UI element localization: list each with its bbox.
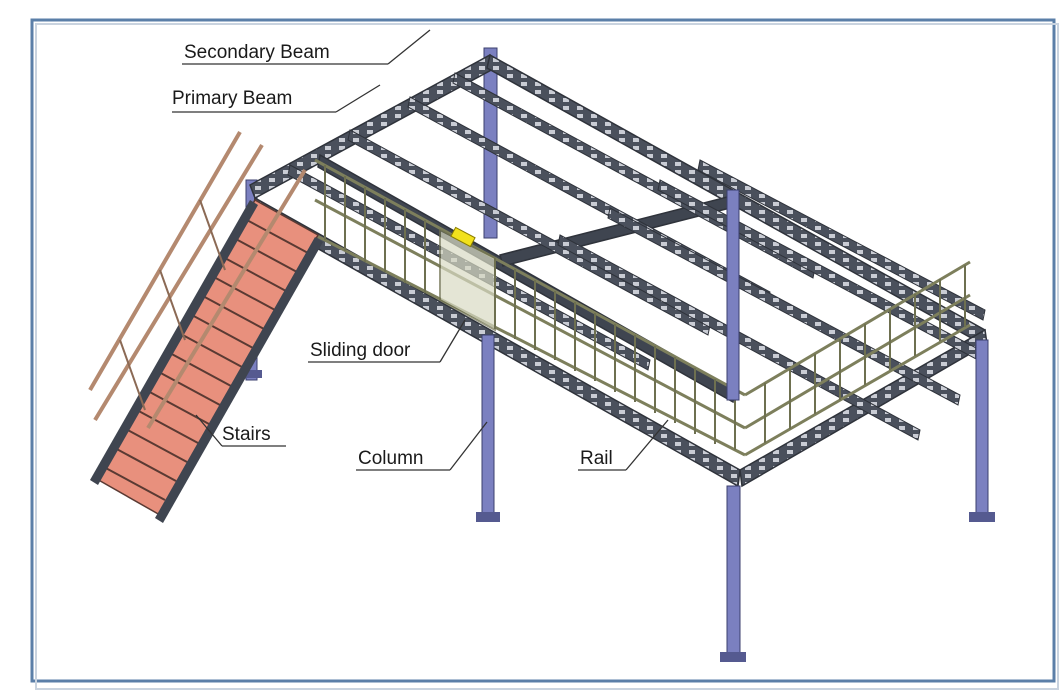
rail-label: Rail — [580, 448, 613, 469]
columns-front — [476, 189, 995, 662]
outer-frame-border — [30, 18, 1056, 683]
rail-balusters — [324, 165, 966, 450]
door-handle — [450, 226, 476, 248]
stairs-label: Stairs — [222, 424, 271, 445]
stairs — [90, 198, 323, 523]
sliding-door — [439, 226, 496, 332]
column-label: Column — [358, 448, 423, 469]
handrail-posts — [119, 199, 226, 411]
primary-beam-label: Primary Beam — [172, 88, 292, 109]
rails — [314, 158, 971, 457]
secondary-beams — [287, 72, 986, 441]
secondary-beam-label: Secondary Beam — [184, 42, 330, 63]
outer-frame-shadow — [35, 23, 1059, 690]
leader-lines — [172, 29, 669, 471]
stair-handrails — [88, 130, 307, 430]
sliding-door-label: Sliding door — [310, 340, 411, 361]
